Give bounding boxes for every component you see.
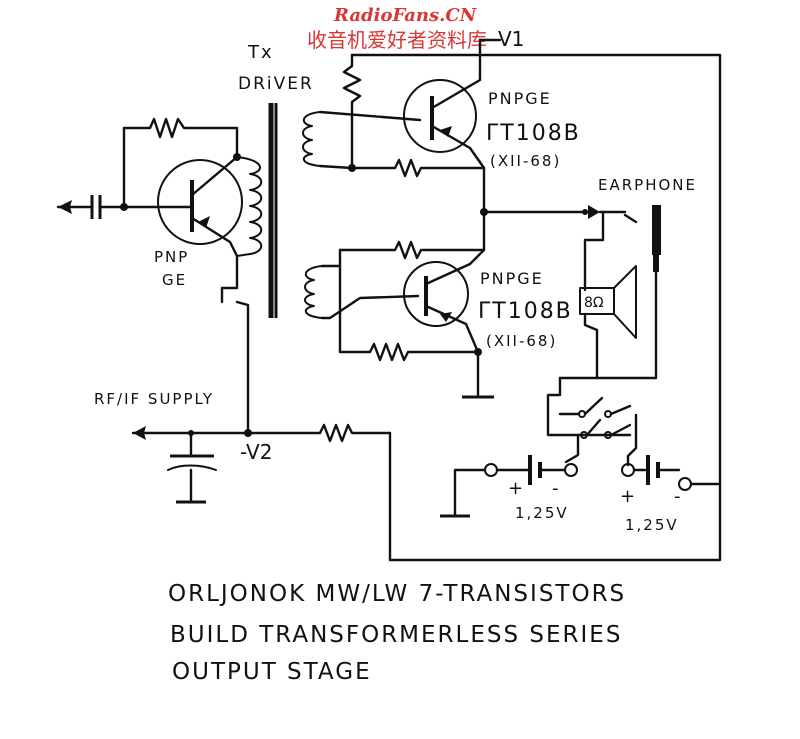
watermark-brand: RadioFans.CN — [333, 5, 478, 26]
output-transistor-top — [318, 53, 486, 178]
output-node — [480, 166, 627, 292]
caption-line-1: ORLJONOK MW/LW 7-TRANSISTORS — [168, 581, 626, 607]
q-top-part: ΓT108B — [486, 121, 581, 146]
supply-label: RF/IF SUPPLY — [94, 390, 214, 408]
speaker-impedance: 8Ω — [584, 295, 604, 311]
output-transistor-bottom — [320, 240, 494, 399]
q-bot-part: ΓT108B — [478, 299, 573, 324]
battery-1 — [440, 455, 578, 518]
earphone-label: EARPHONE — [598, 176, 697, 194]
caption-line-3: OUTPUT STAGE — [172, 659, 372, 685]
power-switch — [546, 376, 638, 467]
batt1-plus: + — [508, 478, 523, 499]
rf-if-supply — [131, 300, 392, 504]
caption-line-2: BUILD TRANSFORMERLESS SERIES — [170, 622, 622, 648]
batt1-minus: - — [552, 478, 559, 499]
q-bot-type: PNPGE — [480, 269, 544, 288]
v1-rail — [350, 38, 722, 562]
driver-stage — [56, 117, 243, 304]
v1-label: V1 — [498, 27, 524, 51]
batt2-minus: - — [674, 486, 681, 507]
watermark-chinese: 收音机爱好者资料库 — [307, 28, 487, 52]
tx-label: Tx — [247, 42, 274, 63]
driver-q-type1: PNP — [154, 248, 189, 266]
q-bot-date: (XII-68) — [486, 332, 557, 350]
q-top-type: PNPGE — [488, 89, 552, 108]
battery-2 — [621, 455, 720, 491]
v2-label: -V2 — [240, 440, 272, 464]
batt1-voltage: 1,25V — [515, 504, 569, 522]
batt2-plus: + — [620, 486, 635, 507]
batt2-voltage: 1,25V — [625, 516, 679, 534]
driver-label: DRiVER — [238, 74, 314, 94]
earphone-jack — [558, 205, 661, 380]
driver-transformer — [236, 103, 323, 319]
q-top-date: (XII-68) — [490, 152, 561, 170]
speaker — [579, 265, 637, 380]
driver-q-type2: GE — [162, 271, 187, 289]
